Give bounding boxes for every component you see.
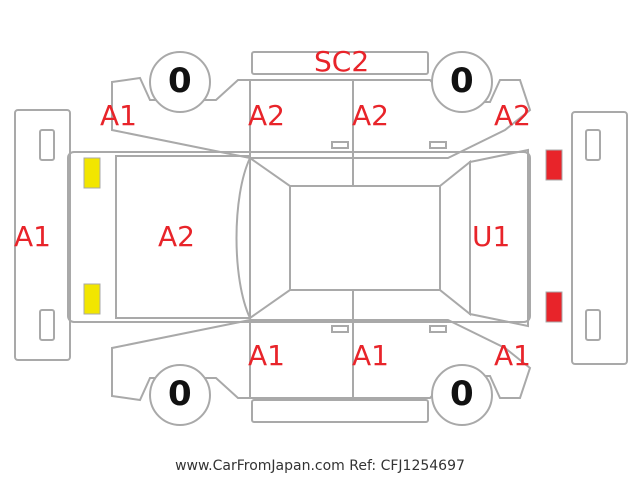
tire-rear-right-value: 0 (450, 374, 474, 414)
tire-rear-left-value: 0 (450, 61, 474, 101)
hood-panel (115, 155, 251, 319)
footer-reference: www.CarFromJapan.com Ref: CFJ1254697 (175, 458, 465, 474)
left-door-handle-front (331, 141, 349, 149)
label-front-left-door: A2 (248, 99, 285, 132)
label-front-left-fender: A1 (100, 99, 137, 132)
label-front-right-door: A1 (352, 339, 389, 372)
tire-rear-left-circle (431, 51, 493, 113)
label-hood: A2 (158, 220, 195, 253)
tire-front-right-value: 0 (168, 374, 192, 414)
label-rear-gate: U1 (472, 220, 511, 253)
left-door-handle-rear (429, 141, 447, 149)
tire-front-right-circle (149, 364, 211, 426)
rear-bumper-outline (571, 111, 628, 365)
label-rear-left-door: A2 (352, 99, 389, 132)
tire-front-left-circle (149, 51, 211, 113)
label-front-right-fender: A1 (248, 339, 285, 372)
right-door-handle-rear (429, 325, 447, 333)
front-marker-bottom (39, 309, 55, 341)
label-front-bumper: A1 (14, 220, 51, 253)
right-door-handle-front (331, 325, 349, 333)
front-lamp-top (83, 157, 101, 189)
label-rear-left-quarter: A2 (494, 99, 531, 132)
rear-gate-panel (469, 148, 529, 328)
rear-lamp-bottom (545, 291, 563, 323)
rear-marker-bottom (585, 309, 601, 341)
rear-lamp-top (545, 149, 563, 181)
car-body-top-view (67, 151, 531, 323)
tire-front-left-value: 0 (168, 61, 192, 101)
top-side-strip (251, 51, 429, 75)
roof-panel (289, 185, 441, 291)
front-lamp-bottom (83, 283, 101, 315)
bottom-side-strip (251, 399, 429, 423)
label-top-bumper: SC2 (314, 45, 370, 78)
rear-marker-top (585, 129, 601, 161)
rear-window (439, 159, 471, 317)
tire-rear-right-circle (431, 364, 493, 426)
front-bumper-outline (14, 109, 71, 361)
front-marker-top (39, 129, 55, 161)
label-rear-right-door: A1 (494, 339, 531, 372)
windshield (235, 156, 291, 320)
